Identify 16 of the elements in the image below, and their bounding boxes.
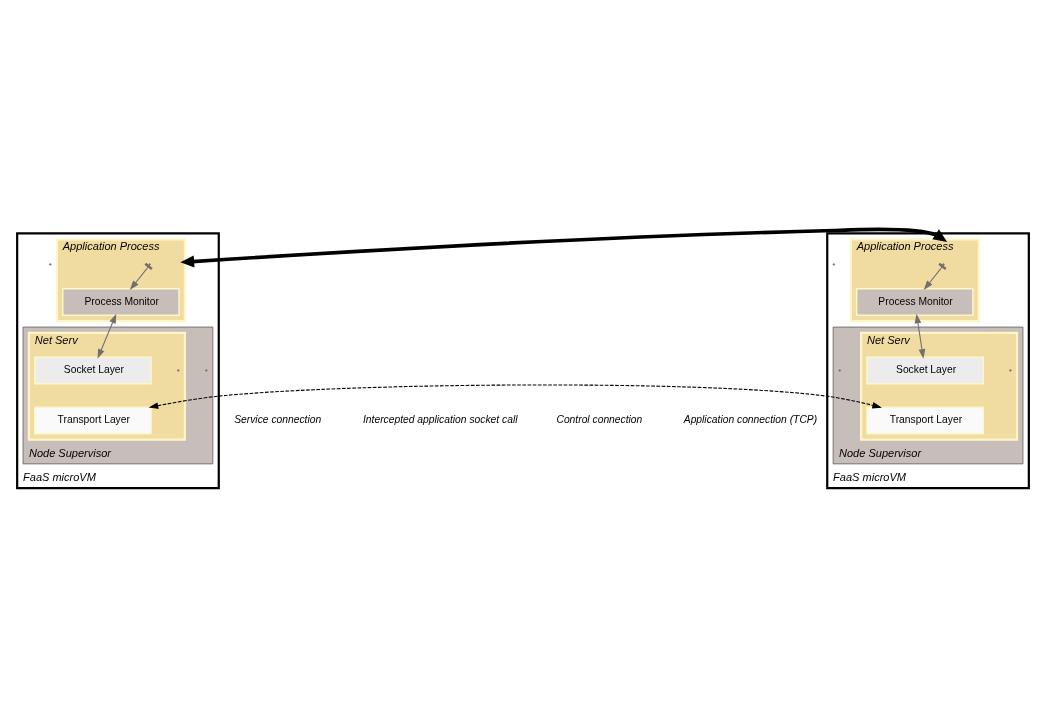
- legend-label: Intercepted application socket call: [362, 413, 518, 425]
- arrow: [148, 384, 882, 409]
- arrow: [923, 262, 947, 290]
- arrow: [97, 313, 117, 359]
- arrow: [180, 227, 948, 268]
- arrow: [129, 262, 153, 290]
- node-box: Socket Layer: [34, 356, 152, 385]
- arrow: [914, 313, 926, 359]
- node-box: Transport Layer: [34, 406, 152, 435]
- node-box: Process Monitor: [855, 288, 974, 316]
- node-box: Process Monitor: [62, 288, 180, 316]
- legend-label: Control connection: [556, 413, 643, 425]
- node-box: Transport Layer: [866, 406, 984, 435]
- legend-label: Application connection (TCP): [683, 413, 818, 425]
- node-box: Socket Layer: [866, 356, 984, 385]
- legend-label: Service connection: [234, 413, 322, 425]
